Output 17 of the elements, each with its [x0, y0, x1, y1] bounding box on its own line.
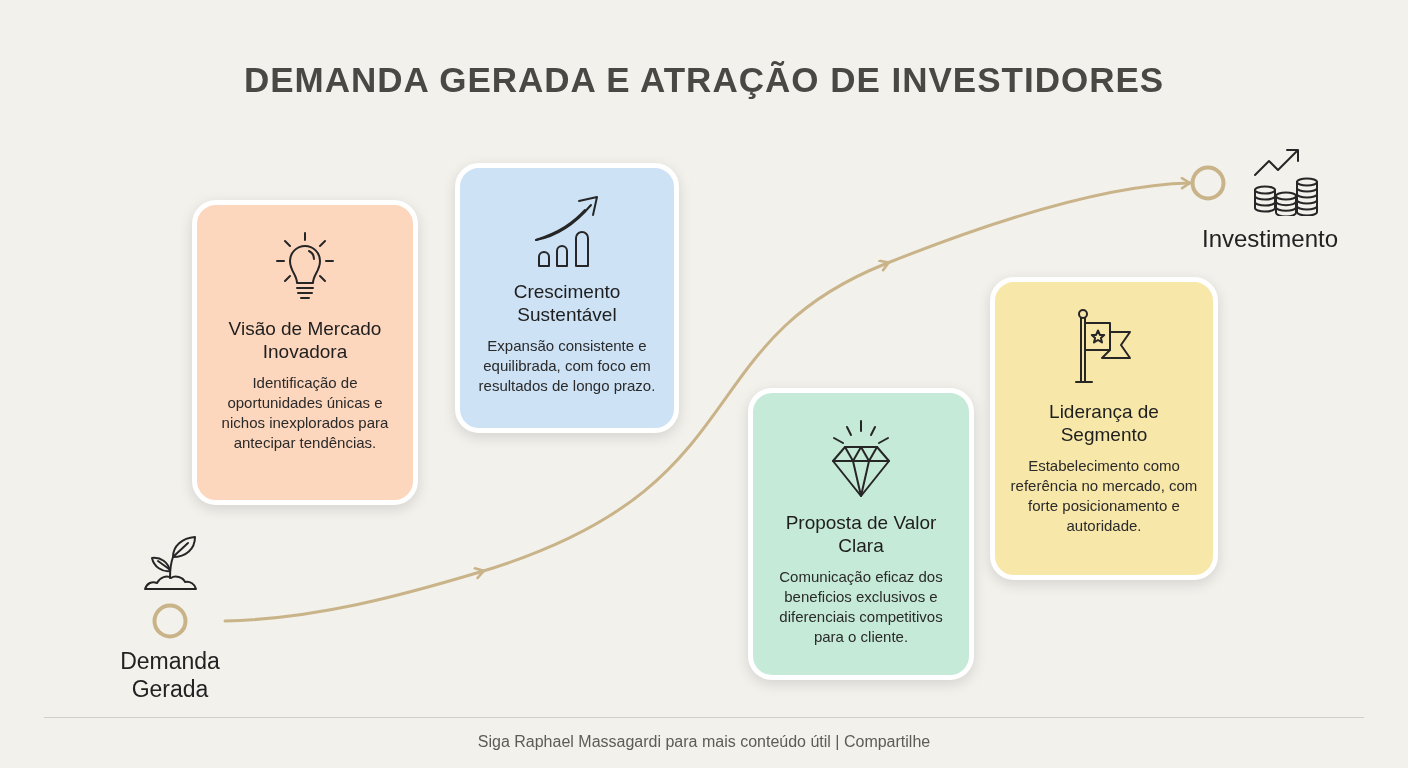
card-description: Comunicação eficaz dos beneficios exclusivos e diferenciais competitivos para o cliente.	[778, 567, 944, 647]
milestone-label: Demanda Gerada	[119, 647, 221, 704]
card-heading: Proposta de Valor Clara	[784, 511, 938, 558]
info-card	[192, 200, 418, 505]
info-card	[990, 277, 1218, 580]
card-description: Expansão consistente e equilibrada, com foco em resultados de longo prazo.	[477, 336, 657, 396]
card-heading: Crescimento Sustentável	[512, 280, 622, 327]
card-description: Identificação de oportunidades únicas e nichos inexplorados para antecipar tendências.	[220, 373, 390, 453]
title: DEMANDA GERADA E ATRAÇÃO DE INVESTIDORES	[242, 60, 1166, 100]
card-description: Estabelecimento como referência no mercado, com forte posicionamento e autoridade.	[1009, 456, 1199, 536]
info-card	[455, 163, 679, 433]
arrow	[223, 177, 1192, 623]
card-heading: Liderança de Segmento	[1048, 400, 1160, 447]
milestone-label: Investimento	[1202, 224, 1339, 254]
info-card	[748, 388, 974, 680]
card-heading: Visão de Mercado Inovadora	[227, 317, 383, 364]
footer-text: Siga Raphael Massagardi para mais conteúdo útil | Compartilhe	[476, 733, 932, 751]
